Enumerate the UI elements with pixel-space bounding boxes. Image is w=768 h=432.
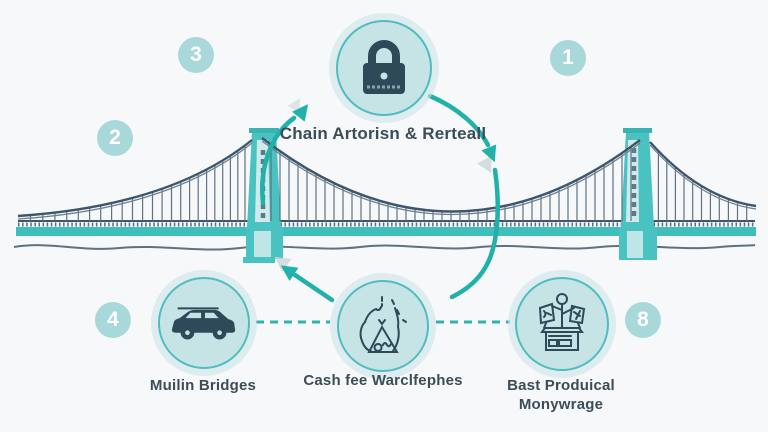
suv-icon [171, 307, 236, 340]
label-padlock: Chain Artorisn & Rerteall [279, 124, 487, 143]
bridge-tower-right [619, 128, 657, 260]
label-mountain: Cash fee Warclfephes [303, 372, 463, 389]
mountain-icon [359, 296, 407, 353]
step-badge-8: 8 [625, 302, 661, 338]
step-badge-2: 2 [97, 120, 133, 156]
label-product-line2: Monywrage [518, 396, 604, 413]
padlock-icon [363, 40, 405, 94]
bridge-hangers [29, 144, 748, 221]
step-badge-1: 1 [550, 40, 586, 76]
label-product: Bast Produical Monywrage [507, 376, 615, 414]
bridge-cables [17, 137, 757, 220]
node-product [515, 277, 609, 371]
ghost-arrows [274, 98, 492, 272]
bridge-deck [16, 227, 756, 236]
flow-arrowheads [280, 104, 497, 281]
node-padlock [336, 20, 432, 116]
label-product-line1: Bast Produical [507, 377, 615, 394]
node-car [158, 277, 250, 369]
step-badge-3: 3 [178, 37, 214, 73]
flow-arrows [260, 93, 500, 303]
water-line [13, 244, 756, 251]
flow-arc-right-down [449, 167, 500, 300]
label-car: Muilin Bridges [149, 377, 257, 394]
flow-arrow-up-left [292, 272, 335, 303]
flow-arc-top-right [427, 93, 491, 148]
step-badge-4: 4 [95, 302, 131, 338]
workflow-box-icon [538, 293, 586, 351]
node-mountain [337, 280, 429, 372]
flow-arc-left-up [260, 115, 297, 206]
